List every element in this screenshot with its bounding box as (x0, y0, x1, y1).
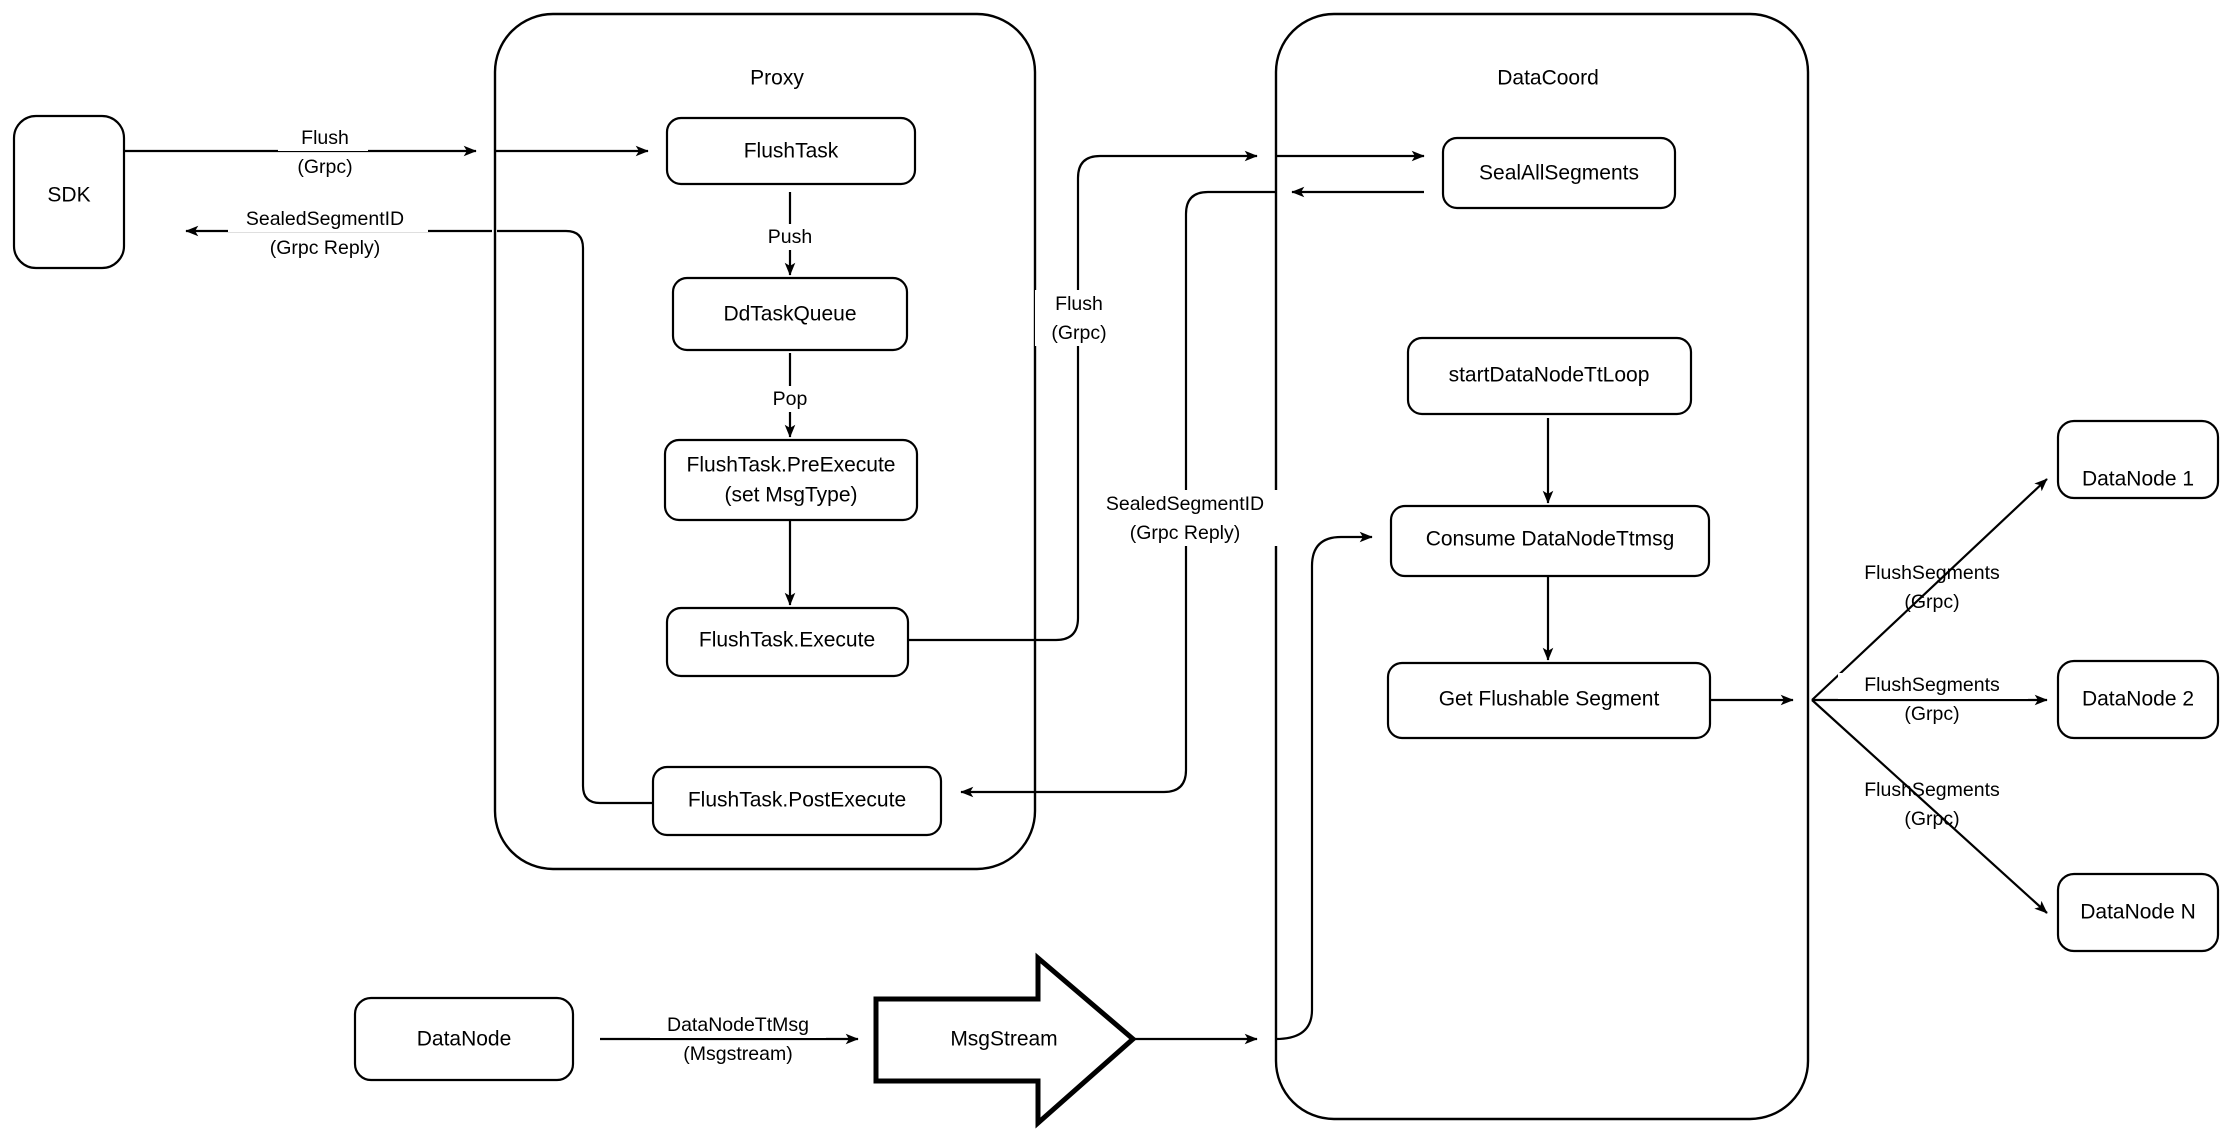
postexecute-label: FlushTask.PostExecute (688, 789, 906, 812)
label-coord-to-proxy: SealedSegmentID (Grpc Reply) (1090, 490, 1280, 546)
node-flushtask: FlushTask (665, 116, 917, 186)
label-bg-sealed1 (228, 206, 428, 232)
edge-label-flushsegments2-line2: (Grpc) (1904, 703, 1959, 725)
sdk-box (12, 114, 126, 270)
consumedatanodettmsg-label: Consume DataNodeTtmsg (1426, 528, 1675, 551)
label-datanode-to-msgstream: DataNodeTtMsg (Msgstream) (650, 1012, 826, 1065)
label-push: Push (752, 224, 828, 250)
ddtaskqueue-box (671, 276, 909, 352)
preexecute-box (663, 438, 919, 522)
edge-label-flushsegmentsn-line2: (Grpc) (1904, 808, 1959, 830)
node-startdatanodettloop: startDataNodeTtLoop (1406, 336, 1693, 416)
node-datanode-bottom: DataNode (353, 996, 575, 1082)
datanode2-label: DataNode 2 (2082, 688, 2194, 711)
datanode-bottom-label: DataNode (417, 1028, 512, 1051)
label-bg-pop (758, 386, 824, 412)
node-datanode1: DataNode 1 (2056, 419, 2220, 500)
node-datanode2: DataNode 2 (2056, 659, 2220, 740)
label-bg-flush2 (1035, 290, 1123, 346)
edge-label-flushsegmentsn-line1: FlushSegments (1864, 779, 2000, 801)
msgstream-arrow-shape (873, 952, 1137, 1129)
datacoord-title: DataCoord (1497, 67, 1599, 90)
label-flushsegments-n: FlushSegments (Grpc) (1864, 779, 2000, 830)
edge-label-sealedsegmentid-coord-line2: (Grpc Reply) (1130, 522, 1241, 544)
label-flushsegments-1: FlushSegments (Grpc) (1864, 562, 2000, 613)
edge-label-push: Push (768, 226, 812, 248)
postexecute-box (651, 765, 943, 837)
getflushablesegment-box (1386, 661, 1712, 740)
edge-hub-to-datanode1 (1811, 478, 2048, 701)
flushtask-label: FlushTask (744, 140, 839, 163)
sealallsegments-box (1441, 136, 1677, 210)
label-bg-push (752, 224, 828, 250)
proxy-title: Proxy (750, 67, 804, 90)
consumedatanodettmsg-box (1389, 504, 1711, 578)
node-postexecute: FlushTask.PostExecute (651, 765, 943, 837)
edge-datacoord-bottom-to-consume (1275, 531, 1373, 1041)
node-datanoden: DataNode N (2056, 872, 2220, 953)
label-flushsegments-2: FlushSegments (Grpc) (1838, 673, 2028, 725)
node-msgstream: MsgStream (873, 952, 1137, 1129)
node-sealallsegments: SealAllSegments (1441, 136, 1677, 210)
edge-label-flush-coord-line2: (Grpc) (1051, 322, 1106, 344)
datanode1-box (2056, 419, 2220, 500)
node-ddtaskqueue: DdTaskQueue (671, 276, 909, 352)
edge-label-datanodettmsg-line2: (Msgstream) (683, 1043, 792, 1065)
label-proxy-to-coord: Flush (Grpc) (1035, 290, 1123, 346)
label-pop: Pop (758, 386, 824, 412)
edge-label-flushsegments1-line2: (Grpc) (1904, 591, 1959, 613)
execute-box (665, 606, 910, 678)
datanoden-box (2056, 872, 2220, 953)
label-proxy-to-sdk: SealedSegmentID (Grpc Reply) (228, 206, 428, 259)
label-bg-sealed2 (1090, 490, 1280, 546)
preexecute-label-line1: FlushTask.PreExecute (687, 454, 896, 477)
node-preexecute: FlushTask.PreExecute (set MsgType) (663, 438, 919, 522)
edge-label-sealedsegmentid-line1: SealedSegmentID (246, 208, 404, 230)
getflushablesegment-label: Get Flushable Segment (1439, 688, 1660, 711)
edge-hub-to-datanoden (1811, 699, 2048, 914)
edge-label-flushsegments1-line1: FlushSegments (1864, 562, 2000, 584)
datanode2-box (2056, 659, 2220, 740)
startdatanodettloop-label: startDataNodeTtLoop (1449, 364, 1650, 387)
node-execute: FlushTask.Execute (665, 606, 910, 678)
sealallsegments-label: SealAllSegments (1479, 162, 1639, 185)
datanode1-label: DataNode 1 (2082, 468, 2194, 491)
ddtaskqueue-label: DdTaskQueue (723, 303, 856, 326)
startdatanodettloop-box (1406, 336, 1693, 416)
edge-label-datanodettmsg-line1: DataNodeTtMsg (667, 1014, 809, 1036)
label-sdk-to-proxy: Flush (Grpc) (278, 125, 368, 178)
msgstream-label: MsgStream (950, 1028, 1057, 1051)
edge-postexecute-to-sdk-wrap (497, 229, 653, 805)
edge-label-flush-coord-line1: Flush (1055, 293, 1103, 315)
node-getflushablesegment: Get Flushable Segment (1386, 661, 1712, 740)
edge-label-pop: Pop (773, 388, 808, 410)
label-bg-datanodettmsg (650, 1012, 826, 1038)
execute-label: FlushTask.Execute (699, 629, 875, 652)
edge-label-sealedsegmentid-coord-line1: SealedSegmentID (1106, 493, 1264, 515)
node-sdk: SDK (12, 114, 126, 270)
edge-label-flush-grpc-line2: (Grpc) (297, 156, 352, 178)
edge-label-flushsegments2-line1: FlushSegments (1864, 674, 2000, 696)
label-bg-flush1 (278, 125, 368, 151)
flushtask-box (665, 116, 917, 186)
datanode-bottom-box (353, 996, 575, 1082)
preexecute-label-line2: (set MsgType) (724, 484, 857, 507)
edge-label-sealedsegmentid-line2: (Grpc Reply) (270, 237, 381, 259)
node-consumedatanodettmsg: Consume DataNodeTtmsg (1389, 504, 1711, 578)
datanoden-label: DataNode N (2080, 901, 2196, 924)
label-bg-flushsegments2 (1838, 673, 2028, 699)
edge-execute-to-datacoord (908, 150, 1258, 642)
edge-label-flush-grpc-line1: Flush (301, 127, 349, 149)
sdk-label: SDK (47, 184, 90, 207)
